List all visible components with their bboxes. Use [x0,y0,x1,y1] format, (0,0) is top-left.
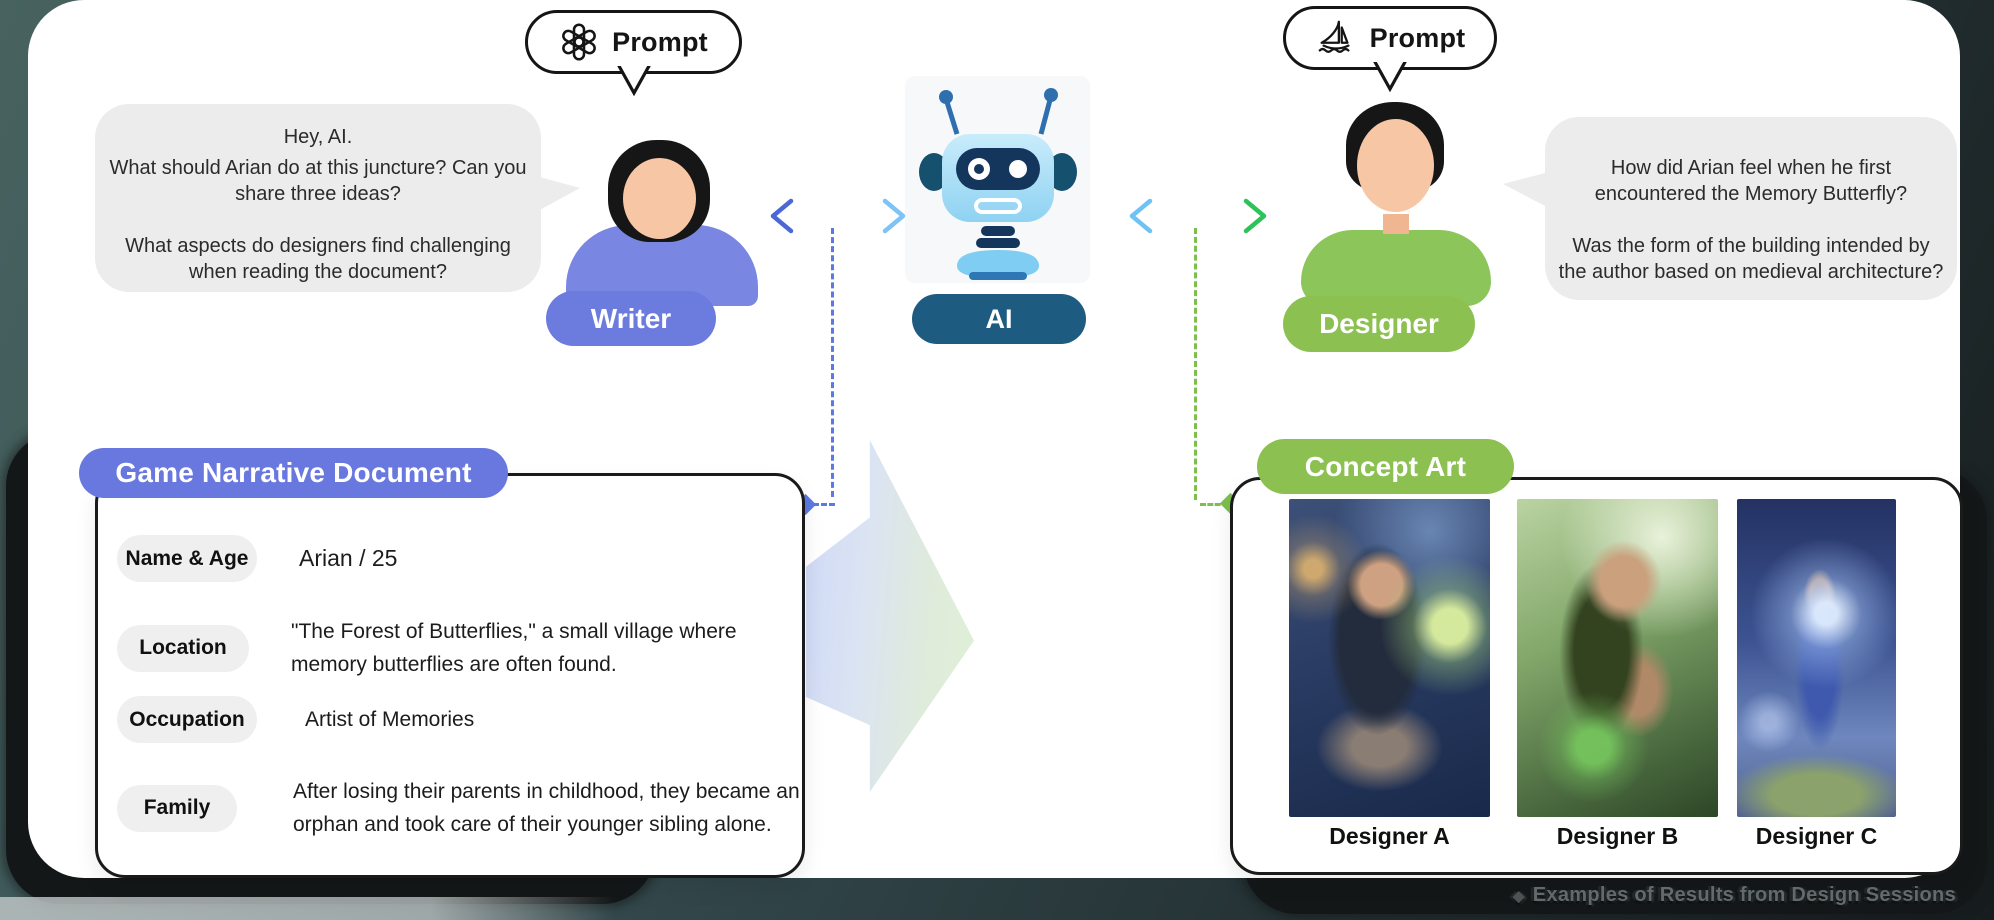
concept-art-designer-a-image [1289,499,1490,817]
designer-avatar-neck [1383,214,1409,234]
field-row-family: Family After losing their parents in chi… [117,775,833,841]
designer-avatar-body [1301,230,1491,306]
field-label-pill: Location [117,624,249,672]
designer-c-label: Designer C [1755,823,1878,849]
field-label-pill: Name & Age [117,535,257,582]
speech-line: Was the form of the building intended by… [1558,235,1944,283]
designer-speech-tail [1503,172,1549,208]
speech-line: What should Arian do at this juncture? C… [109,157,527,205]
writer-label: Writer [590,302,672,334]
field-value: Arian / 25 [299,545,398,571]
prompt-label: Prompt [1369,22,1466,53]
bubble-tail [616,66,651,96]
ai-robot-icon [905,76,1090,283]
writer-avatar-face [623,158,696,239]
writer-avatar [560,138,760,306]
writer-speech-tail [536,176,580,212]
bottom-texture-strip [0,897,615,920]
ai-designer-arrow [1129,198,1267,234]
field-label-pill: Family [117,784,237,832]
writer-ai-arrow [770,198,906,234]
designer-label-pill: Designer [1283,296,1475,352]
field-label-pill: Occupation [117,696,257,743]
designer-prompt-bubble: Prompt [1283,6,1497,92]
designer-avatar [1296,102,1496,306]
speech-line: What aspects do designers find challengi… [125,235,511,283]
designer-b-label: Designer B [1556,823,1679,849]
ai-label: AI [985,303,1013,334]
field-row-name-age: Name & Age Arian / 25 [117,535,397,582]
designer-label: Designer [1319,308,1439,339]
figure-caption: ◆ Examples of Results from Design Session… [1513,884,1956,907]
field-row-occupation: Occupation Artist of Memories [117,696,474,743]
field-value: After losing their parents in childhood,… [293,780,800,836]
ai-label-pill: AI [912,294,1086,344]
sailboat-logo-icon [1318,20,1350,53]
blue-dashed-connector-elbow [813,503,835,506]
field-row-location: Location "The Forest of Butterflies," a … [117,615,751,681]
prompt-label: Prompt [612,26,708,57]
field-value: Artist of Memories [305,708,475,731]
speech-line: How did Arian feel when he first encount… [1594,157,1908,205]
green-dashed-connector-elbow [1200,503,1228,506]
game-narrative-document-panel: Name & Age Arian / 25 Location "The Fore… [95,473,805,878]
green-dashed-connector [1194,228,1197,500]
writer-speech-bubble: Hey, AI. What should Arian do at this ju… [95,104,541,292]
concept-art-panel: Designer A Designer B Designer C [1230,477,1963,875]
speech-line: Hey, AI. [283,126,353,148]
diamond-bullet-icon: ◆ [1512,888,1525,905]
document-panel-header: Game Narrative Document [79,448,508,498]
writer-prompt-bubble: Prompt [525,10,742,96]
concept-art-panel-header: Concept Art [1257,439,1514,494]
writer-label-pill: Writer [546,291,716,346]
concept-art-designer-b-image [1517,499,1718,817]
concept-art-designer-c-image [1737,499,1896,817]
openai-logo-icon [562,23,597,61]
designer-a-label: Designer A [1329,823,1450,849]
field-value: "The Forest of Butterflies," a small vil… [291,620,737,676]
blue-dashed-connector [831,228,834,497]
document-title: Game Narrative Document [115,457,472,488]
bubble-tail [1373,62,1407,92]
caption-text: Examples of Results from Design Sessions [1532,884,1956,906]
designer-avatar-face [1357,119,1434,212]
designer-speech-bubble: How did Arian feel when he first encount… [1545,117,1957,300]
concept-art-title: Concept Art [1304,450,1467,482]
